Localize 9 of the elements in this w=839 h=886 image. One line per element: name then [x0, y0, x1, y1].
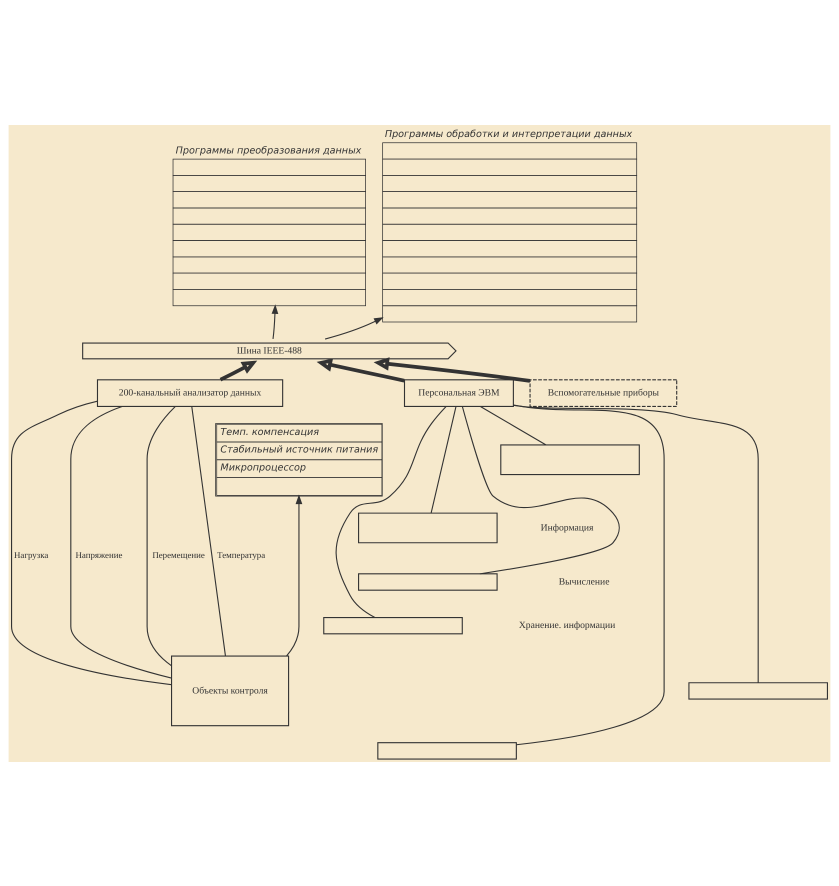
edge-label: Напряжение [76, 550, 122, 560]
edge-label: Нагрузка [14, 550, 48, 560]
label: Вычисление [558, 576, 610, 588]
node-label: Программы преобразования данных [176, 144, 362, 156]
label: Хранение. информации [518, 620, 616, 631]
label: Информация [540, 522, 594, 533]
edge-label: Перемещение [152, 550, 205, 560]
node-label: Программы обработки и интерпретации данных [384, 128, 632, 140]
edge-label: Температура [217, 550, 266, 560]
